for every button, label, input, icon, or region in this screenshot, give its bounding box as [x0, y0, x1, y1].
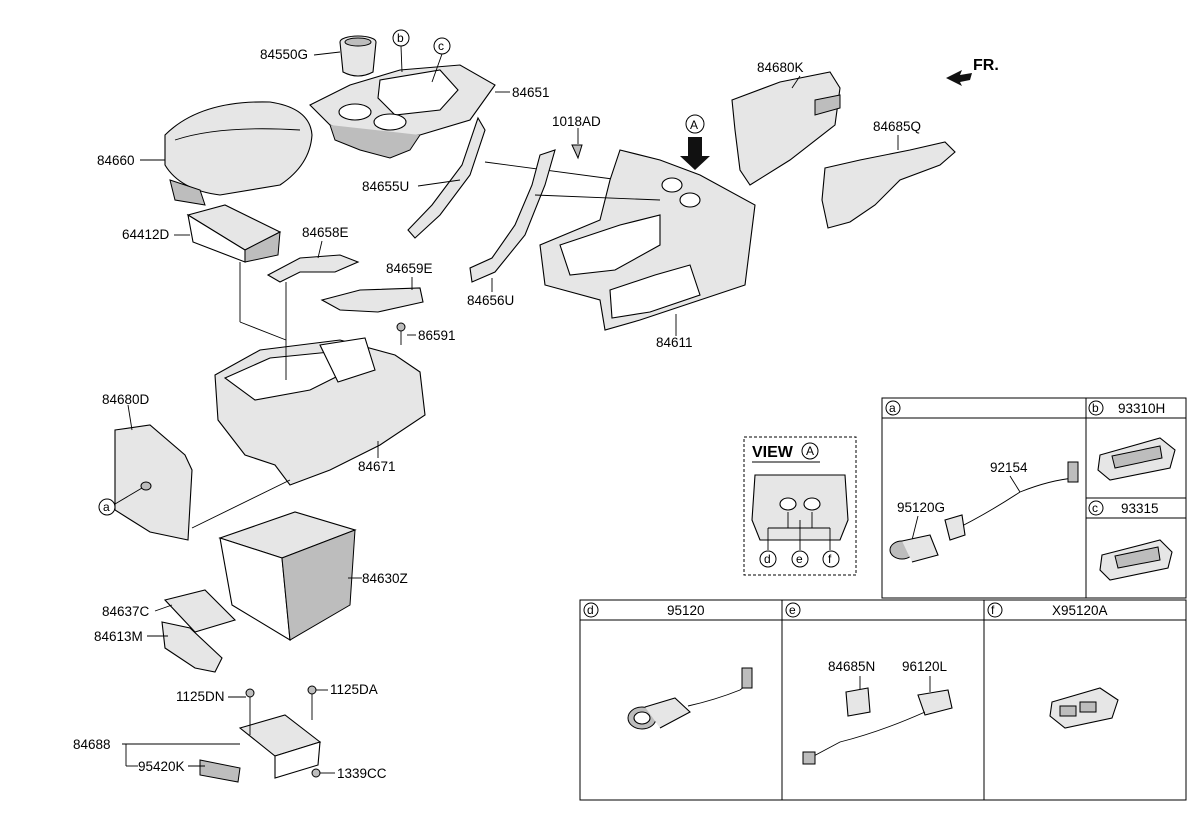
label-X95120A: X95120A — [1052, 603, 1108, 618]
detail-panel-f: f X95120A — [983, 599, 1187, 801]
label-84613M: 84613M — [94, 629, 143, 644]
label-84685N: 84685N — [828, 659, 875, 674]
bracket-assembly-84688: 1125DN 1125DA 84688 95420K 1339CC — [73, 682, 387, 783]
cup-holder-84550G: 84550G — [260, 35, 377, 77]
callout-a-marker — [98, 498, 116, 516]
storage-bin-84630Z: 84630Z — [218, 511, 408, 642]
callout-d-letter: d — [764, 552, 771, 566]
label-84685Q: 84685Q — [873, 119, 921, 134]
label-84655U: 84655U — [362, 179, 409, 194]
view-a-arrow-letter: A — [690, 118, 698, 132]
detail-e-letter: e — [789, 603, 796, 617]
lower-console-84671: 84671 — [214, 262, 426, 486]
trim-84656U: 84656U — [467, 149, 556, 308]
label-84660: 84660 — [97, 153, 135, 168]
label-1339CC: 1339CC — [337, 766, 387, 781]
callout-e-letter: e — [796, 552, 803, 566]
front-direction-indicator: FR. — [946, 57, 999, 86]
view-letter-marker — [801, 442, 819, 460]
callout-e-marker — [791, 550, 809, 568]
label-84680K: 84680K — [757, 60, 804, 75]
callout-f-marker — [822, 550, 840, 568]
label-1125DA: 1125DA — [330, 682, 378, 697]
label-84671: 84671 — [358, 459, 396, 474]
label-95120: 95120 — [667, 603, 705, 618]
label-84680D: 84680D — [102, 392, 150, 407]
side-cover-84680D: 84680D a — [98, 392, 291, 541]
label-93315: 93315 — [1121, 501, 1159, 516]
detail-panel-e: e 84685N 96120L — [781, 599, 985, 801]
side-panel-84680K: 84680K — [731, 60, 841, 186]
detail-f-letter: f — [991, 603, 995, 617]
front-direction-label: FR. — [973, 57, 999, 74]
trim-84655U: 84655U — [362, 116, 621, 239]
shifter-bezel-84651: 84651 b c — [309, 29, 550, 159]
detail-b-letter: b — [1092, 401, 1099, 415]
label-84611: 84611 — [656, 335, 693, 350]
detail-a-letter: a — [889, 401, 896, 415]
label-84658E: 84658E — [302, 225, 349, 240]
bracket-84613M: 84613M — [94, 621, 223, 673]
callout-a-letter: a — [103, 500, 110, 514]
label-86591: 86591 — [418, 328, 456, 343]
view-a-arrow-icon — [680, 137, 710, 170]
view-a-inset: VIEW A d e f — [743, 436, 857, 576]
detail-panel-c: c 93315 — [1085, 497, 1187, 599]
callout-d-marker — [759, 550, 777, 568]
label-1125DN: 1125DN — [176, 689, 225, 704]
callout-c-letter: c — [438, 39, 444, 53]
label-1018AD: 1018AD — [552, 114, 601, 129]
trim-84659E: 84659E — [320, 261, 433, 313]
label-84550G: 84550G — [260, 47, 308, 62]
armrest-84660: 84660 — [97, 101, 313, 206]
detail-panel-b: b 93310H — [1085, 397, 1187, 499]
label-84659E: 84659E — [386, 261, 433, 276]
detail-panel-d: d 95120 — [579, 599, 783, 801]
clip-86591: 86591 — [396, 322, 456, 345]
label-95120G: 95120G — [897, 500, 945, 515]
label-84651: 84651 — [512, 85, 550, 100]
upper-console-84611: 84611 A — [534, 114, 756, 350]
trim-84658E: 84658E — [266, 225, 360, 283]
label-92154: 92154 — [990, 460, 1028, 475]
view-a-marker — [685, 114, 705, 134]
label-64412D: 64412D — [122, 227, 170, 242]
view-letter: A — [806, 444, 814, 458]
label-96120L: 96120L — [902, 659, 948, 674]
label-84637C: 84637C — [102, 604, 150, 619]
label-93310H: 93310H — [1118, 401, 1165, 416]
label-95420K: 95420K — [138, 759, 185, 774]
detail-c-letter: c — [1092, 501, 1098, 515]
screw-1018AD: 1018AD — [552, 114, 601, 160]
label-84688: 84688 — [73, 737, 111, 752]
callout-b-letter: b — [397, 31, 404, 45]
detail-d-letter: d — [587, 603, 594, 617]
label-84630Z: 84630Z — [362, 571, 408, 586]
detail-panel-a: a 92154 95120G — [881, 397, 1087, 599]
bracket-84637C: 84637C — [102, 589, 237, 633]
callout-f-letter: f — [828, 552, 832, 566]
tray-64412D: 64412D — [122, 204, 282, 263]
view-label: VIEW — [752, 444, 794, 461]
front-arrow-icon — [946, 70, 972, 86]
label-84656U: 84656U — [467, 293, 514, 308]
cover-84685Q: 84685Q — [821, 119, 956, 229]
